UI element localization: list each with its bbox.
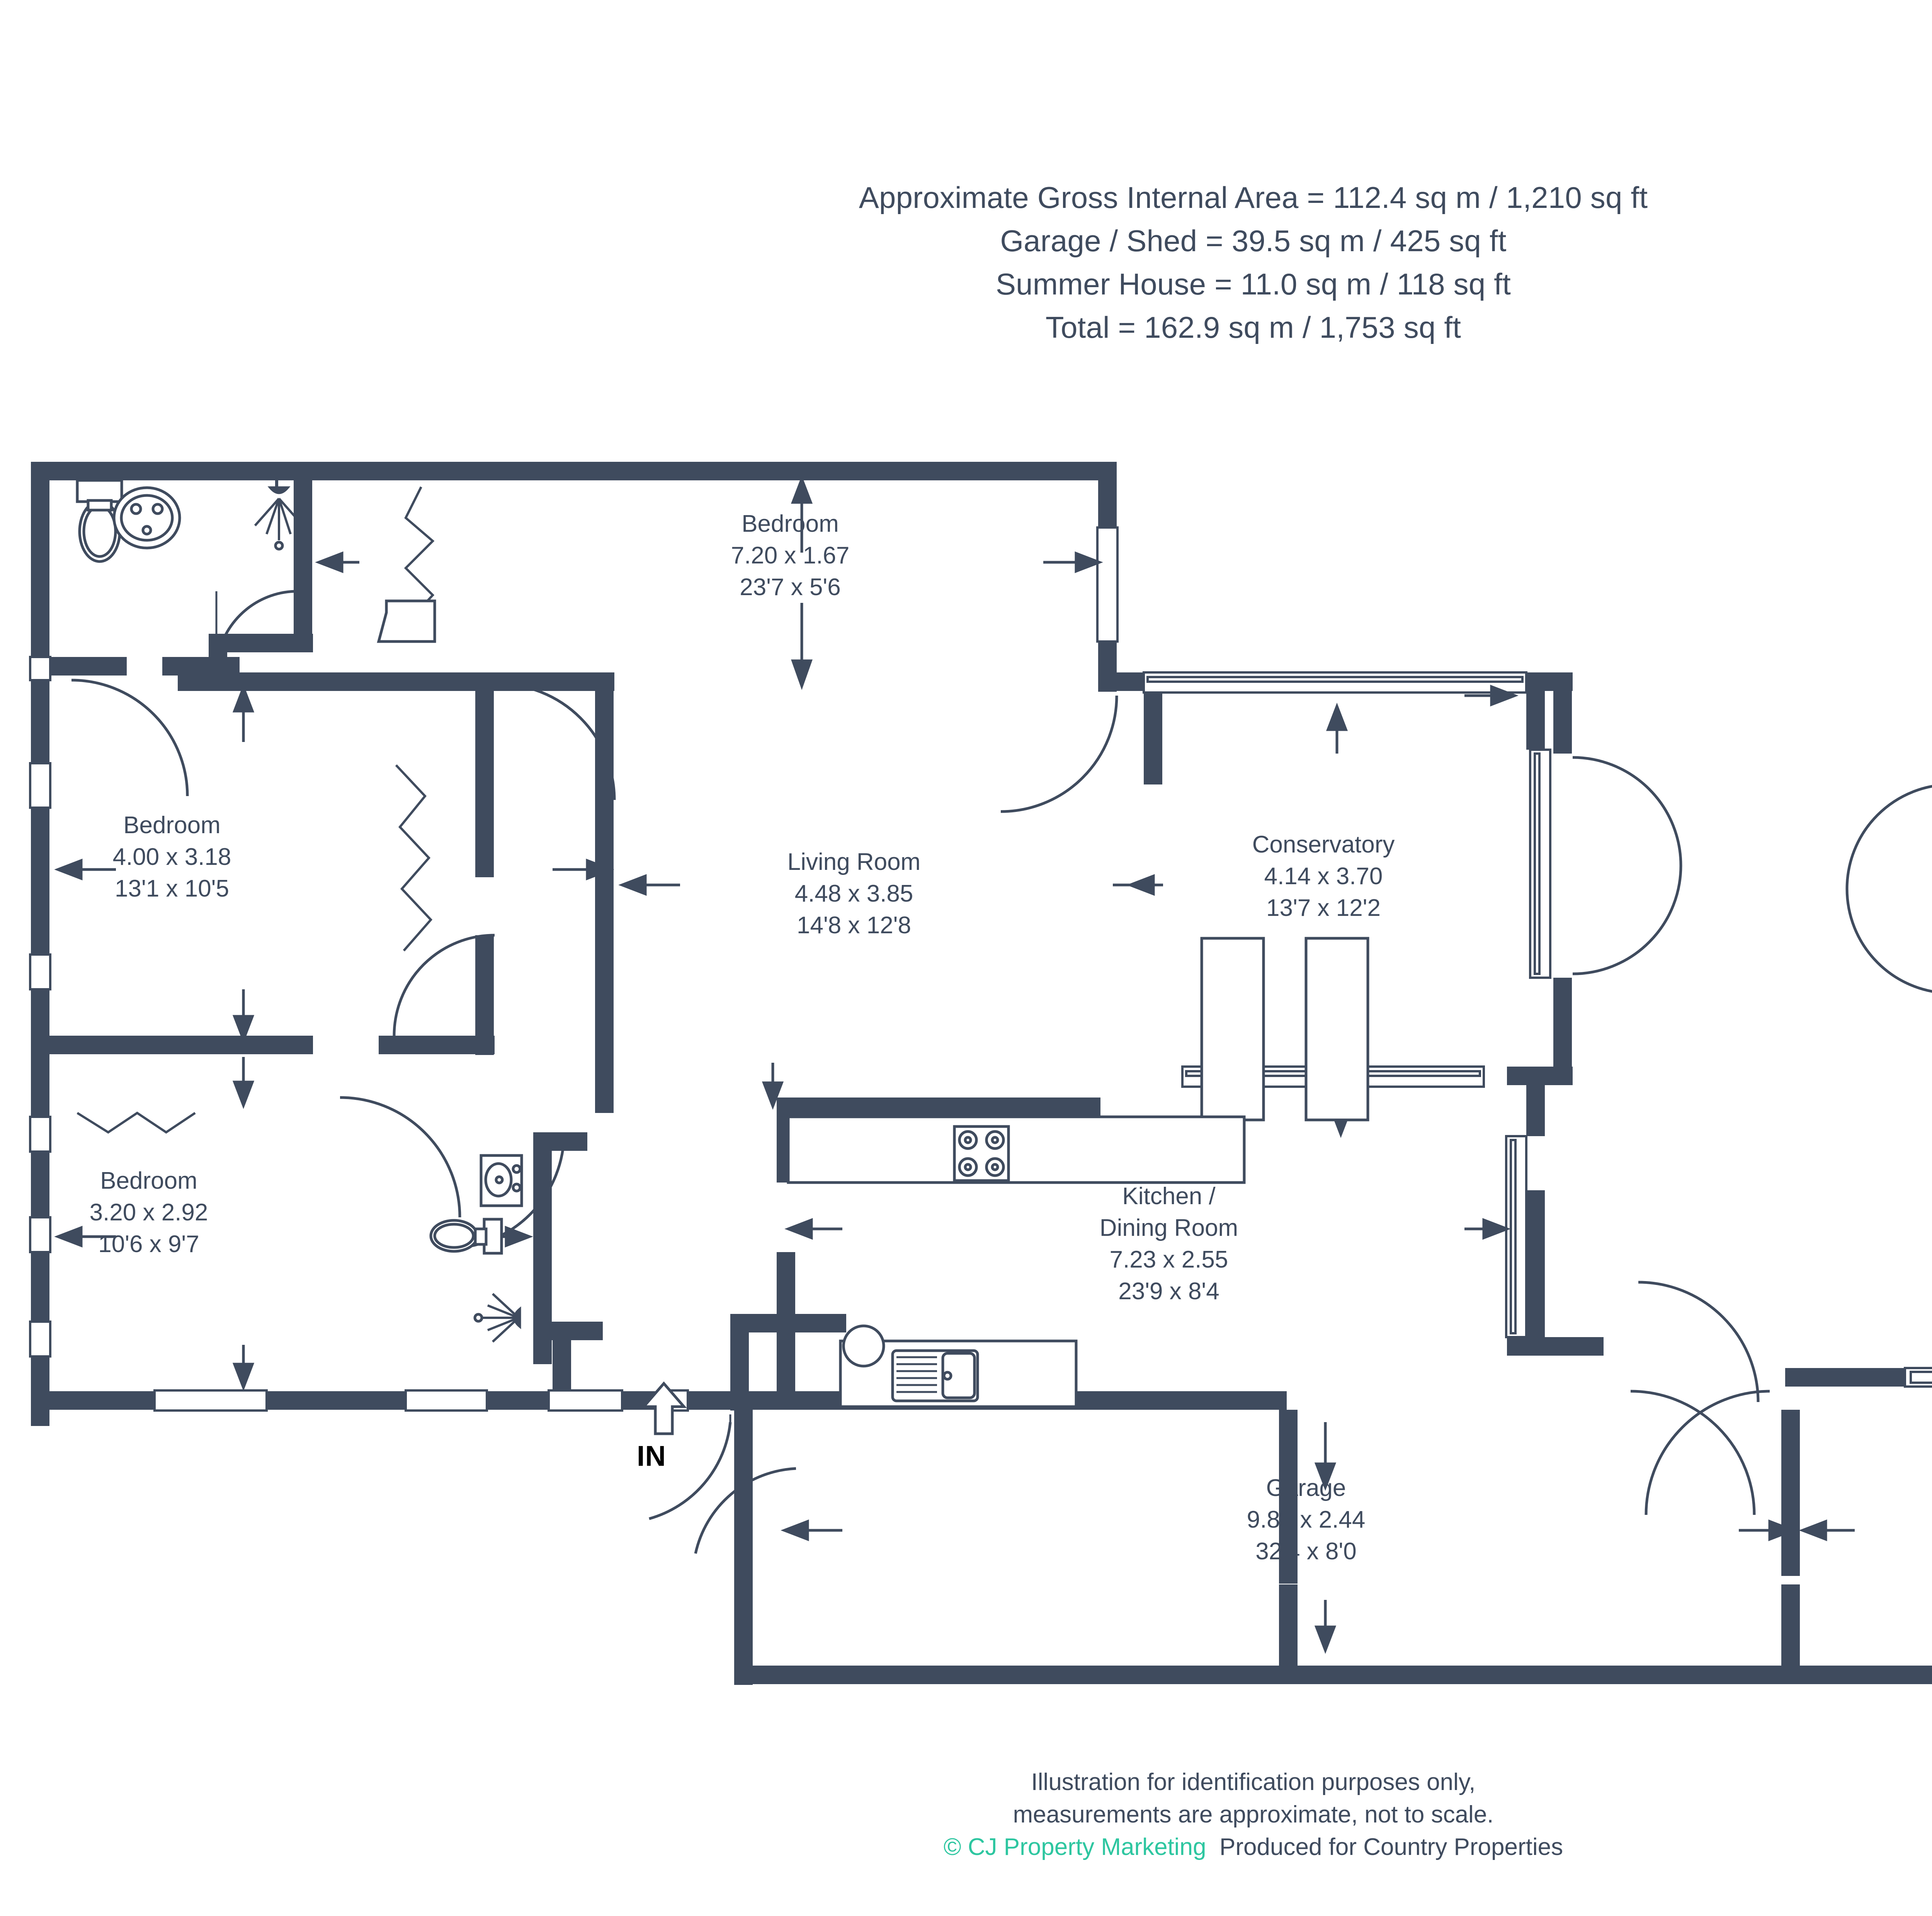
door-swings-group [71,486,1932,1554]
footer-disclaimer: Illustration for identification purposes… [0,1766,1932,1863]
toilet-cistern-icon [76,479,123,503]
conservatory-furniture-1 [1200,937,1265,1121]
copyright-cj-property-marketing: © CJ Property Marketing [943,1834,1206,1860]
dimension-arrows-group [54,475,1855,1654]
walls-group [31,462,1932,1685]
conservatory-furniture-2 [1304,937,1369,1121]
fixtures-group [76,479,1369,1408]
entrance-in-label: IN [637,1440,666,1472]
windows-group [29,526,1932,1412]
kitchen-worktop-upper [787,1115,1246,1184]
disclaimer-line-2: measurements are approximate, not to sca… [1013,1801,1494,1828]
entrance-arrow-icon [641,1381,687,1435]
disclaimer-line-1: Illustration for identification purposes… [1031,1769,1476,1795]
toilet-2-cistern-icon [483,1218,503,1255]
produced-for-label: Produced for Country Properties [1219,1834,1563,1860]
kitchen-round-bowl-icon [842,1324,885,1368]
shower-head-icon [267,486,291,494]
